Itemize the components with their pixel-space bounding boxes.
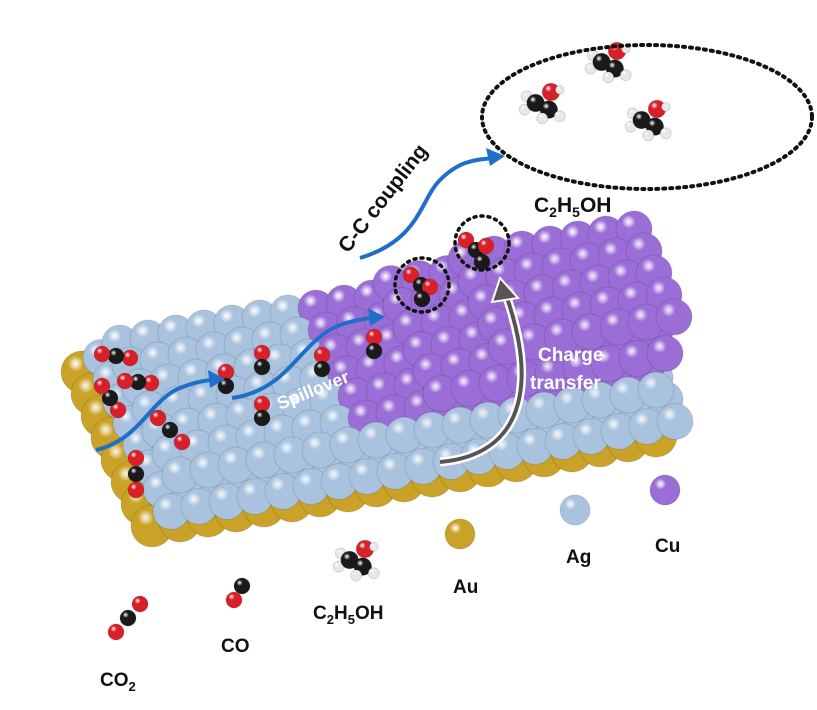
co-molecule xyxy=(313,346,331,378)
oxygen-atom xyxy=(477,237,495,255)
legend-co2-label: CO2 xyxy=(100,670,136,694)
carbon-atom xyxy=(107,347,125,365)
legend-ethanol-label: C2H5OH xyxy=(313,603,383,627)
carbon-atom xyxy=(413,290,431,308)
co2-molecule xyxy=(116,372,160,392)
oxygen-atom xyxy=(149,409,167,427)
co2-molecule xyxy=(93,345,139,367)
cu-atom xyxy=(655,298,693,336)
oxygen-atom xyxy=(93,345,111,363)
carbon-atom xyxy=(473,253,491,271)
spillover-arrowhead-1 xyxy=(208,370,225,388)
co-molecule xyxy=(217,363,235,395)
spillover-arrowhead-2 xyxy=(368,308,385,326)
legend-co2-molecule xyxy=(107,595,149,641)
hydrogen-atom xyxy=(660,101,671,112)
co2-molecule xyxy=(149,409,191,451)
spillover-arrow-2 xyxy=(231,316,376,400)
oxygen-atom xyxy=(121,349,139,367)
legend-ag-sphere xyxy=(559,494,591,526)
oxygen-atom xyxy=(225,591,243,609)
charge-transfer-arrow-inner xyxy=(439,291,524,464)
hydrogen-atom xyxy=(554,84,565,95)
hydrogen-atom xyxy=(536,112,549,125)
carbon-atom xyxy=(233,577,251,595)
legend xyxy=(107,474,681,641)
ethanol-molecule xyxy=(518,82,566,125)
intermediate-circle-2 xyxy=(453,214,511,272)
product-label: C2H5OH xyxy=(534,194,611,220)
legend-cu-sphere xyxy=(649,474,681,506)
ag-atom xyxy=(637,371,675,409)
product-ellipse xyxy=(480,43,814,191)
oxygen-atom xyxy=(109,401,127,419)
oxygen-atom xyxy=(127,481,145,499)
hydrogen-atom xyxy=(368,541,379,552)
spillover-arrow-1 xyxy=(95,378,216,452)
carbon-atom xyxy=(217,377,235,395)
legend-ag-label: Ag xyxy=(566,547,591,568)
charge-transfer-arrowhead xyxy=(490,276,520,304)
carbon-atom xyxy=(101,389,119,407)
ethanol-molecule xyxy=(624,99,672,142)
carbon-atom xyxy=(253,409,271,427)
charge-label: Charge xyxy=(538,345,603,366)
intermediate-circle-1 xyxy=(393,256,451,314)
legend-co-molecule xyxy=(225,577,251,609)
legend-cu-label: Cu xyxy=(655,536,680,557)
hydrogen-atom xyxy=(367,567,380,580)
hydrogen-atom xyxy=(553,110,566,123)
oxygen-atom xyxy=(173,433,191,451)
oxygen-atom xyxy=(457,231,475,249)
carbon-atom xyxy=(253,358,271,376)
oxygen-atom xyxy=(131,595,149,613)
carbon-atom xyxy=(161,421,179,439)
carbon-atom xyxy=(127,465,145,483)
co-intermediate xyxy=(413,278,439,308)
co-molecule xyxy=(365,328,383,360)
legend-au-sphere xyxy=(444,518,476,550)
cc-coupling-label: C-C coupling xyxy=(334,140,433,257)
hydrogen-atom xyxy=(642,129,655,142)
hydrogen-atom xyxy=(619,69,632,82)
oxygen-atom xyxy=(127,449,145,467)
hydrogen-atom xyxy=(602,71,615,84)
legend-co-label: CO xyxy=(221,636,250,657)
oxygen-atom xyxy=(107,623,125,641)
co2-molecule xyxy=(127,449,145,499)
ag-atom xyxy=(656,403,694,440)
co-molecule xyxy=(253,395,271,427)
nanoslab-au-ag-cu xyxy=(60,210,694,548)
cc-coupling-arrow xyxy=(359,156,496,260)
co2-molecule xyxy=(93,377,127,419)
carbon-atom xyxy=(365,342,383,360)
co-molecule xyxy=(253,344,271,376)
carbon-atom xyxy=(119,609,137,627)
cc-coupling-arrowhead xyxy=(486,148,505,166)
oxygen-atom xyxy=(421,278,439,296)
transfer-label: transfer xyxy=(530,373,601,394)
oxygen-atom xyxy=(93,377,111,395)
adsorbed-molecules xyxy=(93,41,672,499)
oxygen-atom xyxy=(116,372,134,390)
legend-ethanol-molecule xyxy=(332,539,380,582)
oxygen-atom xyxy=(402,266,420,284)
hydrogen-atom xyxy=(659,127,672,140)
legend-au-label: Au xyxy=(453,577,478,598)
carbon-atom xyxy=(313,360,331,378)
hydrogen-atom xyxy=(350,569,363,582)
cu-atom xyxy=(646,335,684,372)
